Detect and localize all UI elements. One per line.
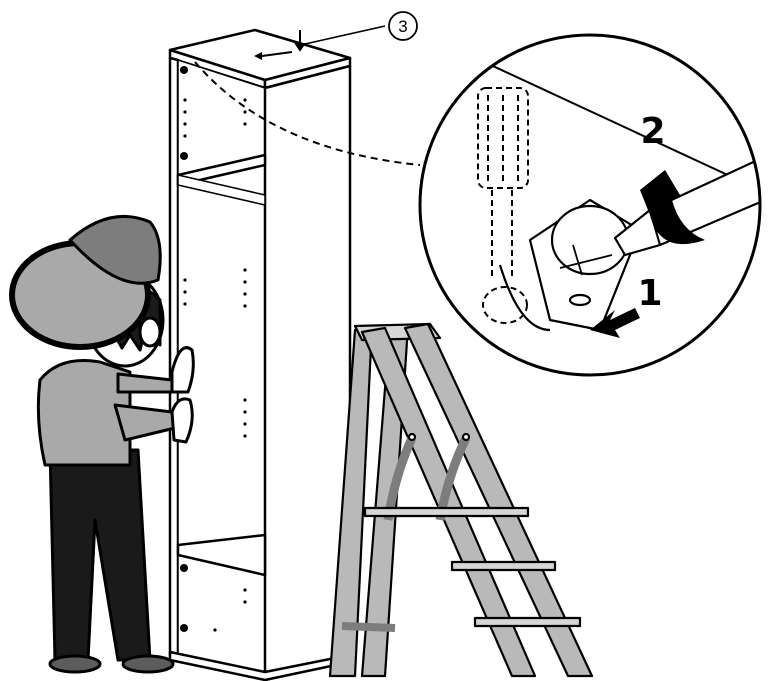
step-ladder (330, 324, 592, 676)
person-right-shoe (123, 656, 173, 672)
wardrobe-cabinet (170, 30, 350, 680)
step-1-label: 1 (637, 273, 662, 314)
assembler-person (12, 216, 193, 672)
person-lower-arm (115, 405, 175, 440)
person-upper-arm (118, 374, 172, 392)
part-callout-number: 3 (398, 17, 407, 36)
part-callout: 3 (305, 12, 417, 44)
person-legs (50, 450, 150, 660)
step-2-label: 2 (640, 111, 665, 152)
ladder-step-2 (452, 562, 555, 570)
ladder-step-1 (365, 508, 528, 516)
person-lower-hand (172, 399, 192, 442)
detail-magnifier: 2 1 (420, 35, 782, 375)
ladder-step-3 (475, 618, 580, 626)
person-left-shoe (50, 656, 100, 672)
